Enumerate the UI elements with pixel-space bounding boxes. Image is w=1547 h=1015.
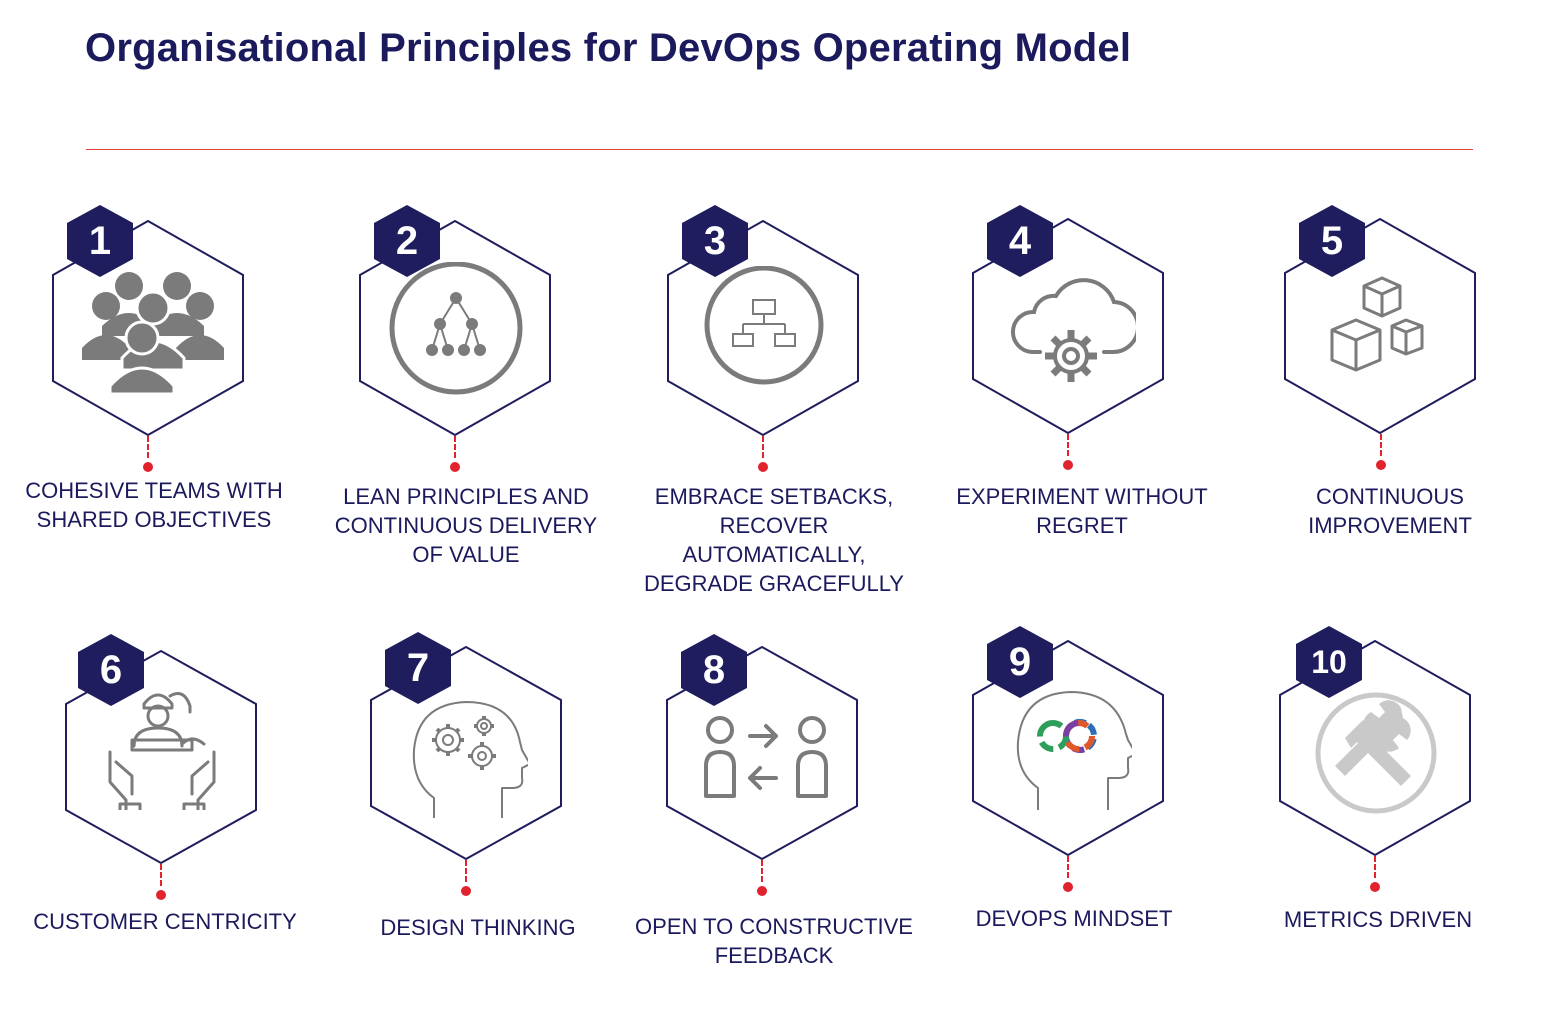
hexagon-frame: [52, 220, 244, 436]
boxes-icon: [1330, 276, 1424, 372]
hexagon-frame: [1279, 640, 1471, 856]
number-badge: 6: [78, 634, 144, 706]
hexagon-frame: [667, 220, 859, 436]
principle-label: METRICS DRIVEN: [1283, 907, 1473, 932]
hexagon-frame: [666, 646, 858, 860]
customer-hands-icon: [108, 692, 216, 810]
tools-icon: [1315, 692, 1437, 814]
principle-label: OPEN TO CONSTRUCTIVE FEEDBACK: [635, 914, 913, 968]
hexagon-frame: [370, 646, 562, 860]
number-badge: 3: [682, 205, 748, 277]
hierarchy-tree-icon: [389, 262, 523, 395]
hexagon-frame: [972, 640, 1164, 856]
hexagon-frame: [1284, 218, 1476, 434]
org-chart-icon: [704, 266, 824, 385]
team-people-icon: [82, 272, 224, 394]
title-divider: [86, 149, 1473, 150]
number-badge: 9: [987, 626, 1053, 698]
cloud-gear-icon: [1010, 278, 1136, 382]
principle-label: DEVOPS MINDSET: [975, 906, 1173, 931]
number-badge: 2: [374, 205, 440, 277]
principle-label: CUSTOMER CENTRICITY: [33, 909, 297, 934]
principle-label: EXPERIMENT WITHOUT REGRET: [956, 484, 1208, 538]
number-badge: 10: [1296, 626, 1362, 698]
hexagon-frame: [972, 218, 1164, 434]
principle-label: COHESIVE TEAMS WITH SHARED OBJECTIVES: [25, 478, 283, 532]
head-gears-icon: [412, 701, 528, 818]
number-badge: 1: [67, 205, 133, 277]
principle-label: DESIGN THINKING: [380, 915, 576, 940]
principle-label: LEAN PRINCIPLES AND CONTINUOUS DELIVERY …: [334, 484, 598, 567]
number-badge: 8: [681, 634, 747, 706]
principle-label: EMBRACE SETBACKS, RECOVER AUTOMATICALLY,…: [644, 484, 904, 596]
number-badge: 4: [987, 205, 1053, 277]
head-devops-loop-icon: [1016, 691, 1132, 810]
number-badge: 5: [1299, 205, 1365, 277]
principle-label: CONTINUOUS IMPROVEMENT: [1308, 484, 1472, 538]
page-title: Organisational Principles for DevOps Ope…: [85, 26, 1132, 70]
hexagon-frame: [65, 650, 257, 864]
feedback-exchange-icon: [704, 716, 828, 798]
number-badge: 7: [385, 632, 451, 704]
hexagon-frame: [359, 220, 551, 436]
